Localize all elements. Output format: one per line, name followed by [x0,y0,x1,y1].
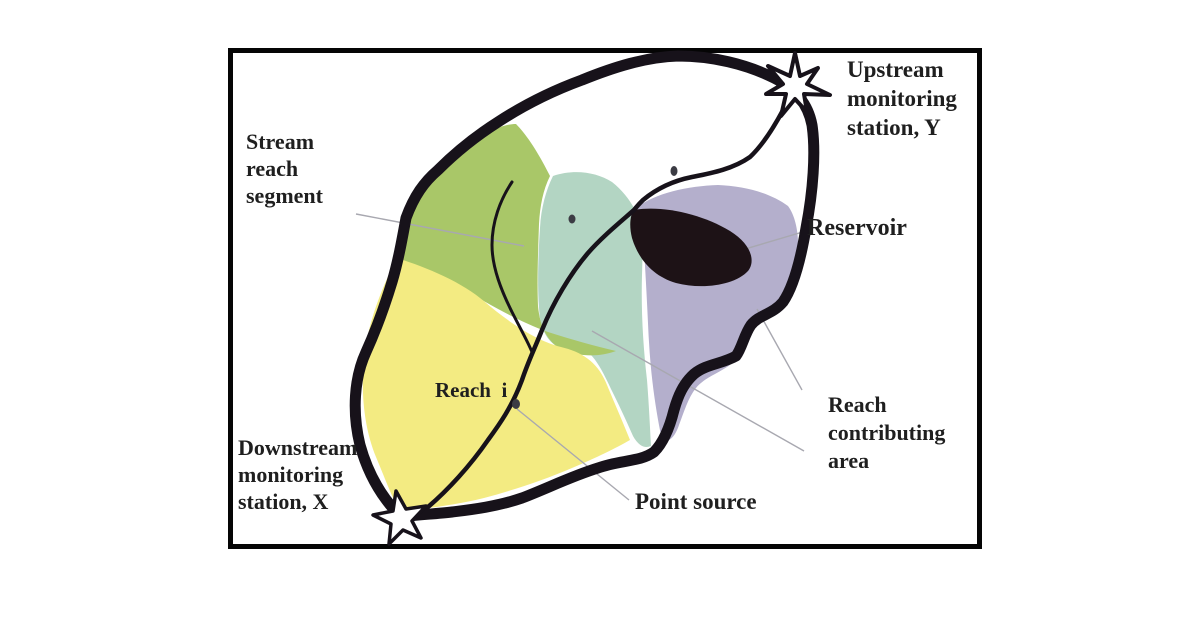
stream-tributary [490,180,534,354]
point-source-dot [568,214,576,224]
label-reach-contributing-area: Reach contributing area [828,392,946,473]
leader-point-source [516,408,630,501]
label-upstream-station: Upstream monitoring station, Y [847,57,957,140]
reach-area-teal [538,172,651,447]
reservoir-shape [630,208,752,287]
upstream-station-star-icon [764,51,832,118]
label-stream-reach-segment: Stream reach segment [246,129,323,208]
label-reservoir: Reservoir [807,215,907,241]
point-source-dot [670,166,678,176]
leader-reach-contributing-area-upper [756,308,803,391]
reach-area-yellow [362,258,630,512]
label-reach-i: Reach i [435,378,508,402]
label-point-source: Point source [635,489,757,514]
point-source-dot [512,399,520,409]
leader-stream-reach-segment [355,213,525,247]
stream-main [398,83,798,521]
downstream-station-star-icon [371,489,428,546]
label-downstream-station: Downstream monitoring station, X [238,435,358,514]
reach-area-green [400,124,616,356]
watershed-boundary [349,50,820,523]
leader-reach-contributing-area-lower [591,330,805,452]
